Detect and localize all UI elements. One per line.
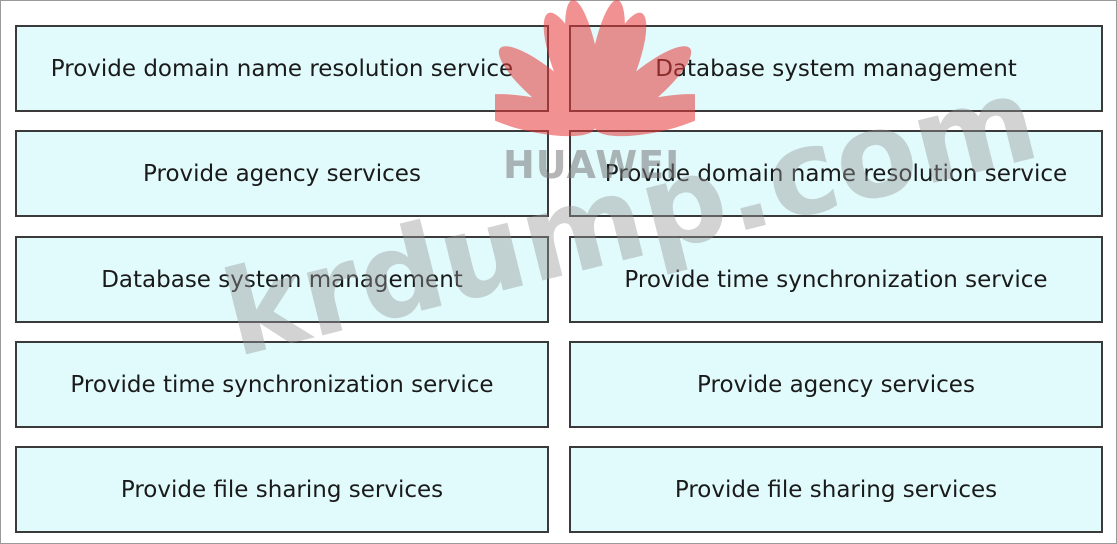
left-item-4[interactable]: Provide time synchronization service xyxy=(15,341,549,428)
left-item-3-label: Database system management xyxy=(101,266,463,293)
right-item-5-label: Provide file sharing services xyxy=(674,476,998,503)
right-item-2[interactable]: Provide domain name resolution service xyxy=(569,130,1103,217)
right-item-1-label: Database system management xyxy=(655,55,1017,82)
right-item-2-label: Provide domain name resolution service xyxy=(604,160,1068,187)
left-item-1-label: Provide domain name resolution service xyxy=(50,55,514,82)
left-item-2[interactable]: Provide agency services xyxy=(15,130,549,217)
left-item-4-label: Provide time synchronization service xyxy=(70,371,494,398)
left-item-3[interactable]: Database system management xyxy=(15,236,549,323)
right-item-5[interactable]: Provide file sharing services xyxy=(569,446,1103,533)
right-item-4-label: Provide agency services xyxy=(697,371,975,398)
left-item-5-label: Provide file sharing services xyxy=(120,476,444,503)
right-item-1[interactable]: Database system management xyxy=(569,25,1103,112)
right-item-4[interactable]: Provide agency services xyxy=(569,341,1103,428)
right-item-3-label: Provide time synchronization service xyxy=(624,266,1048,293)
right-item-3[interactable]: Provide time synchronization service xyxy=(569,236,1103,323)
left-item-2-label: Provide agency services xyxy=(143,160,421,187)
left-item-5[interactable]: Provide file sharing services xyxy=(15,446,549,533)
left-item-1[interactable]: Provide domain name resolution service xyxy=(15,25,549,112)
